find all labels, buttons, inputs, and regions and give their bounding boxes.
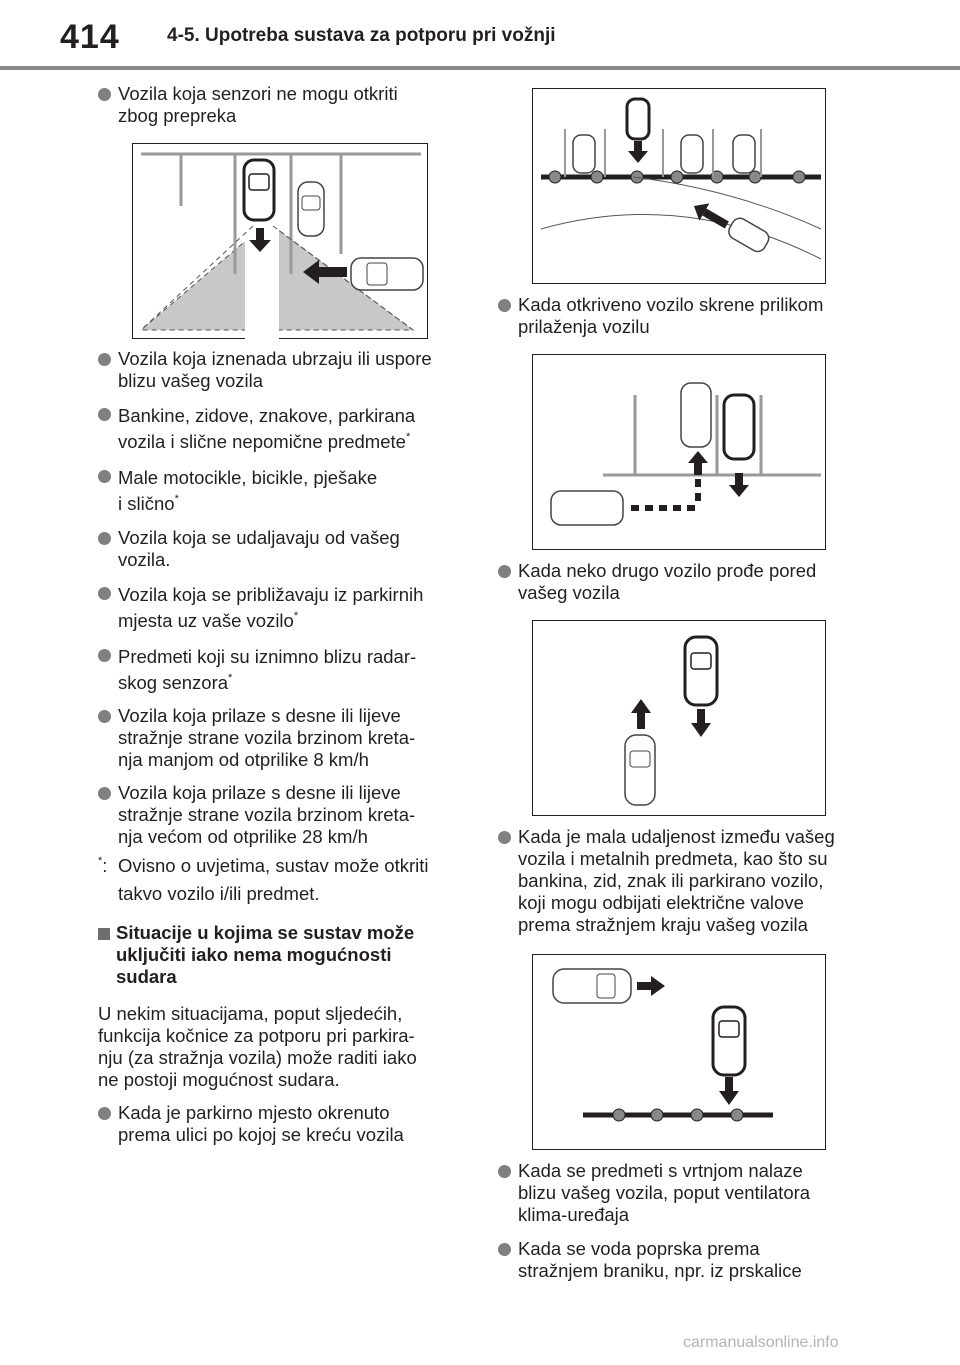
footnote-marker: * xyxy=(98,855,103,867)
arrow-down-icon xyxy=(249,228,271,252)
bullet-icon xyxy=(98,649,111,662)
list-item-text: Vozila koja iznenada ubrzaju ili uspore … xyxy=(118,348,432,391)
arrow-down-icon xyxy=(729,473,749,497)
list-item-text: Vozila koja se približavaju iz parkirnih… xyxy=(118,584,424,631)
dotted-path xyxy=(631,479,701,511)
list-item: Vozila koja iznenada ubrzaju ili uspore … xyxy=(98,348,468,392)
bullet-icon xyxy=(98,470,111,483)
car-icon xyxy=(625,97,651,141)
list-item: Bankine, zidove, znakove, parkirana vozi… xyxy=(98,403,468,455)
list-item-text: Kada je mala udaljenost između vašeg voz… xyxy=(518,826,835,935)
watermark[interactable]: carmanualsonline.info xyxy=(683,1334,839,1351)
list-item: Male motocikle, bicikle, pješake i sličn… xyxy=(98,465,468,517)
bullet-icon xyxy=(98,1107,111,1120)
car-icon xyxy=(683,635,719,707)
list-item: Vozila koja se približavaju iz parkirnih… xyxy=(98,582,468,634)
list-item-text: Vozila koja senzori ne mogu otkriti zbog… xyxy=(118,83,398,126)
list-item-text: Vozila koja prilaze s desne ili lijeve s… xyxy=(118,782,416,847)
list-item-text: Kada otkriveno vozilo skrene prilikom pr… xyxy=(518,294,824,337)
bullet-icon xyxy=(98,408,111,421)
arrow-up-left-icon xyxy=(693,203,729,229)
footnote-marker: * xyxy=(228,672,233,684)
list-item-text: Bankine, zidove, znakove, parkirana vozi… xyxy=(118,405,416,452)
footnote-marker: * xyxy=(174,493,179,505)
bullet-icon xyxy=(98,353,111,366)
arrow-down-icon xyxy=(628,141,648,163)
footnote-colon: : xyxy=(102,855,108,876)
figure-vehicle-turning xyxy=(532,354,826,550)
list-item-text: Predmeti koji su iznimno blizu radar- sk… xyxy=(118,646,417,693)
arrow-down-icon xyxy=(691,709,711,737)
bullet-icon xyxy=(498,299,511,312)
bullet-icon xyxy=(98,587,111,600)
bullet-icon xyxy=(98,787,111,800)
arrow-up-icon xyxy=(631,699,651,729)
bullet-icon xyxy=(98,710,111,723)
car-icon xyxy=(552,968,632,1004)
bullet-icon xyxy=(498,831,511,844)
list-item: Kada se voda poprska prema stražnjem bra… xyxy=(498,1238,868,1282)
page-number: 414 xyxy=(60,18,120,56)
list-item: Kada otkriveno vozilo skrene prilikom pr… xyxy=(498,294,868,338)
list-item: Vozila koja prilaze s desne ili lijeve s… xyxy=(98,705,468,771)
list-item-text: Kada se voda poprska prema stražnjem bra… xyxy=(518,1238,802,1281)
arrow-right-icon xyxy=(637,976,665,996)
section-heading-text: Situacije u kojima se sustav može uključ… xyxy=(116,922,415,987)
car-icon xyxy=(722,393,756,461)
figure-obstacle-blocking-sensor xyxy=(132,143,428,340)
car-icon xyxy=(728,217,770,253)
bullet-icon xyxy=(498,565,511,578)
car-icon xyxy=(680,382,712,448)
list-item-text: Kada se predmeti s vrtnjom nalaze blizu … xyxy=(518,1160,811,1225)
footnote: *: Ovisno o uvjetima, sustav može otkrit… xyxy=(98,852,468,904)
footnote-marker: * xyxy=(293,610,299,622)
figure-metal-objects-reflecting xyxy=(532,954,826,1150)
list-item: Vozila koja prilaze s desne ili lijeve s… xyxy=(98,782,468,848)
list-item-text: Vozila koja prilaze s desne ili lijeve s… xyxy=(118,705,416,770)
bullet-icon xyxy=(98,88,111,101)
list-item: Kada neko drugo vozilo prođe pored vašeg… xyxy=(498,560,868,604)
car-icon xyxy=(624,734,656,806)
car-icon xyxy=(711,1005,747,1077)
footnote-marker: * xyxy=(405,431,411,443)
bullet-icon xyxy=(98,532,111,545)
square-bullet-icon xyxy=(98,928,110,940)
list-item: Kada je mala udaljenost između vašeg voz… xyxy=(498,826,868,936)
figure-vehicle-passing xyxy=(532,620,826,816)
header-divider xyxy=(0,66,960,70)
list-item-text: Kada je parkirno mjesto okrenuto prema u… xyxy=(118,1102,404,1145)
car-icon xyxy=(297,181,325,237)
list-item: Kada se predmeti s vrtnjom nalaze blizu … xyxy=(498,1160,868,1226)
list-item: Kada je parkirno mjesto okrenuto prema u… xyxy=(98,1102,468,1146)
list-item-text: Kada neko drugo vozilo prođe pored vašeg… xyxy=(518,560,817,603)
footnote-text: Ovisno o uvjetima, sustav može otkriti t… xyxy=(118,855,429,904)
list-item-text: Vozila koja se udaljavaju od vašeg vozil… xyxy=(118,527,400,570)
bullet-icon xyxy=(498,1243,511,1256)
car-icon xyxy=(242,158,276,222)
list-item-text: Male motocikle, bicikle, pješake i sličn… xyxy=(118,467,378,514)
section-title: 4-5. Upotreba sustava za potporu pri vož… xyxy=(167,25,556,46)
car-icon xyxy=(550,490,624,526)
intro-paragraph: U nekim situacijama, poput sljedećih, fu… xyxy=(98,1003,417,1090)
page-header: 414 4-5. Upotreba sustava za potporu pri… xyxy=(0,0,960,70)
arrow-left-icon xyxy=(303,260,347,284)
figure-parking-facing-street xyxy=(532,88,826,284)
list-item: Vozila koja senzori ne mogu otkriti zbog… xyxy=(98,83,468,127)
car-icon xyxy=(350,257,424,291)
list-item: Vozila koja se udaljavaju od vašeg vozil… xyxy=(98,527,468,571)
arrow-down-icon xyxy=(719,1077,739,1105)
arrow-up-icon xyxy=(688,451,708,475)
bullet-icon xyxy=(498,1165,511,1178)
list-item: Predmeti koji su iznimno blizu radar- sk… xyxy=(98,644,468,696)
